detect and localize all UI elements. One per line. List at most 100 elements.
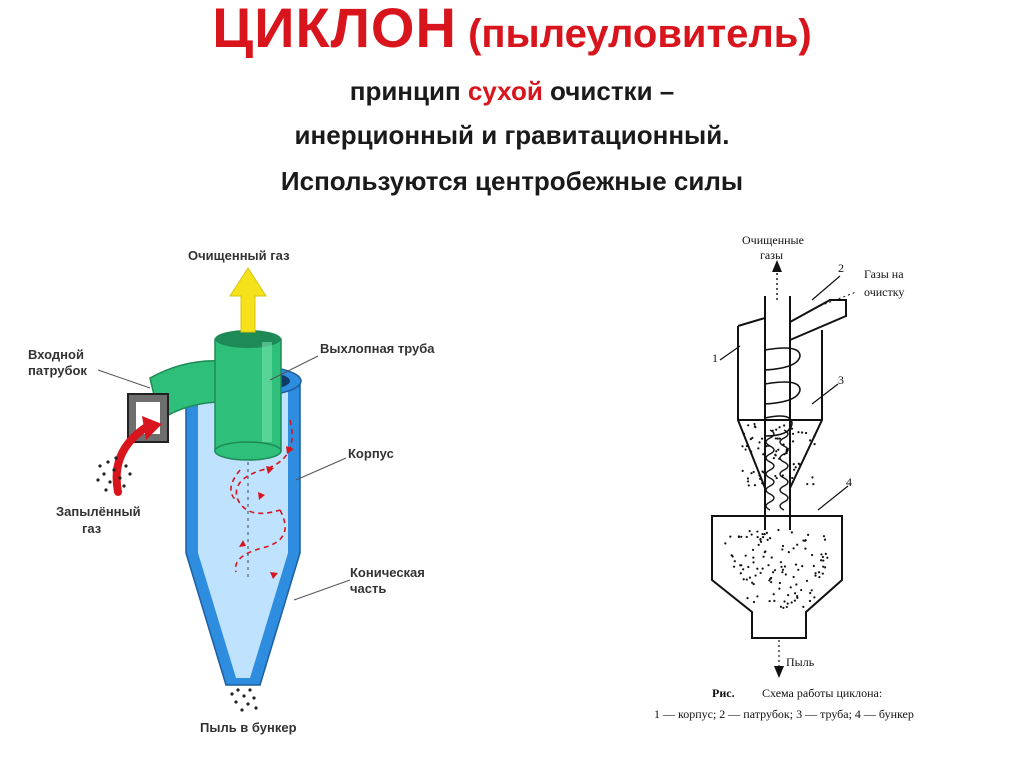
dust-speck [749,438,752,441]
dust-speck [740,535,743,538]
dust-speck [783,565,787,568]
dust-speck [752,556,755,559]
dust-speck [741,445,744,448]
dust-speck [761,470,764,473]
label-dusty-gas-1: Запылённый [56,504,141,519]
dust-speck [729,535,732,538]
dust-speck [775,428,778,431]
dust-speck [751,548,755,551]
dust-speck [761,567,764,570]
dust-speck [768,537,772,540]
dust-speck [761,482,764,485]
dust-speck [783,600,786,603]
dust-particles-inlet [96,456,132,492]
dust-speck [739,572,742,575]
dust-speck [756,530,759,533]
label-gas-in-2: очистку [864,285,904,299]
dust-speck [794,563,798,566]
dust-speck [797,431,800,434]
dust-speck [786,602,789,605]
dust-speck [758,441,761,444]
dust-speck [745,444,748,448]
dust-speck [812,564,815,568]
dust-speck [796,594,799,598]
dust-speck [744,448,747,451]
dust-speck [787,551,790,554]
label-inlet-2: патрубок [28,363,87,378]
dust-speck [773,599,776,602]
spiral-flow [764,347,801,437]
dust-speck [759,571,762,575]
dust-speck [750,450,753,453]
dust-speck [791,440,795,443]
label-num-4: 4 [846,475,852,489]
dust-speck [775,450,778,453]
dust-speck [790,531,793,534]
subtitle-line1-post: очистки – [542,76,675,106]
dust-speck [807,533,810,536]
dust-speck [768,599,771,603]
dust-speck [724,542,727,545]
label-conical-1: Коническая [350,565,425,580]
dust-speck [804,431,808,435]
bunker [711,515,843,639]
dust-speck [824,566,827,569]
dust-speck [753,484,757,487]
dust-speck [788,428,791,431]
dust-speck [742,568,745,571]
dust-speck [767,444,770,447]
dust-speck [824,552,827,556]
dust-speck [762,536,765,539]
label-exhaust-pipe: Выхлопная труба [320,341,435,356]
dust-speck [818,571,821,574]
dust-speck [750,533,753,536]
cyclone-body-inner [198,392,288,678]
dust-speck [760,437,764,440]
dust-speck [811,476,814,479]
dust-speck [771,571,775,574]
dust-speck [770,556,773,559]
dust-speck [775,476,778,480]
dust-speck [794,466,797,469]
dust-speck [809,591,812,595]
dust-speck [774,474,777,478]
dust-speck [745,535,748,538]
dust-speck [808,599,812,603]
dust-speck [793,599,796,602]
dust-speck [770,581,773,584]
label-clean-gas: Очищенный газ [188,248,290,263]
dust-speck [822,565,825,568]
caption-ris: Рис. [712,686,735,700]
dust-speck [804,547,807,550]
dust-speck [758,474,761,477]
dust-speck [772,593,775,596]
dust-speck [753,425,756,428]
dust-speck [776,437,779,440]
dust-speck [742,432,745,435]
dust-speck [731,555,734,558]
dust-speck [810,553,814,557]
dust-speck [766,538,769,542]
label-clean-gases-2: газы [760,248,783,262]
dust-speck [785,605,788,609]
dust-speck [747,484,750,487]
dust-speck [814,572,817,575]
dust-speck [786,447,789,451]
title-sub: (пылеуловитель) [468,12,812,56]
coil [765,429,789,511]
dust-speck [796,543,799,546]
dust-speck [747,565,750,569]
clean-gas-arrow [229,267,267,333]
dust-speck [757,447,760,450]
dust-speck [751,581,754,584]
exhaust-pipe-bottom [214,441,282,461]
dust-speck [747,424,750,427]
dust-speck [802,539,805,542]
dust-speck [779,561,783,564]
dusty-gas-arrow [112,422,152,496]
dust-speck [800,431,804,434]
dust-speck [797,462,800,465]
dust-speck [751,436,754,439]
dust-speck [787,594,790,597]
left-cyclone-diagram: Очищенный газ Входной патрубок Выхлопная… [28,248,435,735]
